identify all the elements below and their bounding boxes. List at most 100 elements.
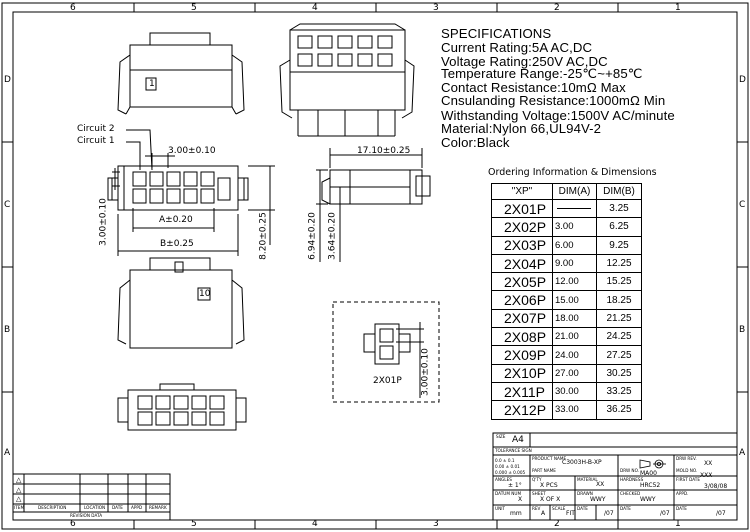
spec-line: Voltage Rating:250V AC,DC (441, 54, 608, 69)
ordering-cell-dim-a (552, 198, 597, 219)
drw-no-label: DRW NO. (620, 468, 640, 473)
tolerance-2: 0.00 ± 0.01 (495, 464, 520, 469)
ordering-cell-part: 2X10P (491, 363, 553, 383)
datum: X (518, 496, 523, 503)
ordering-cell-dim-b: 6.25 (596, 217, 642, 237)
title-block-grid (492, 432, 738, 521)
side-length-dimension: 17.10±0.25 (357, 146, 411, 156)
mold-no-label: MOLD NO. (676, 468, 698, 473)
view-front-face (107, 129, 275, 256)
date-label-1: DATE (577, 506, 588, 511)
row-label-c: C (4, 200, 11, 210)
scale: FIT (566, 510, 575, 517)
date-label-3: DATE (676, 506, 687, 511)
revision-header-appd: APPD (131, 505, 143, 510)
tolerance-1: 0.0 ± 0.1 (495, 458, 515, 463)
ordering-cell-dim-a: 27.00 (552, 363, 597, 383)
spec-line: Material:Nylon 66,UL94V-2 (441, 121, 602, 136)
scale-label: SCALE (552, 506, 566, 511)
rev: A (541, 510, 546, 517)
view-top-connector (117, 32, 245, 115)
date-label-2: DATE (620, 506, 631, 511)
qty-label: Q'TY (532, 477, 542, 482)
row-label-a: A (4, 448, 11, 458)
ordering-cell-dim-b: 15.25 (596, 272, 642, 292)
ordering-cell-dim-a: 12.00 (552, 272, 597, 292)
row-label-b: B (4, 325, 11, 335)
ordering-cell-dim-a: 33.00 (552, 400, 597, 420)
row-label-d-right: D (739, 75, 746, 85)
ordering-cell-dim-a: 6.00 (552, 235, 597, 255)
dim-b-label: B±0.25 (160, 239, 194, 249)
revision-header-item: ITEM (14, 505, 25, 510)
height-total-dimension: 8.20±0.25 (258, 212, 269, 260)
row-label-b-right: B (739, 325, 746, 335)
ordering-cell-part: 2X06P (491, 290, 553, 310)
view-iso-housing (279, 23, 415, 137)
appd-label: APPD. (676, 491, 689, 496)
detail-dimension: 3.00±0.10 (420, 348, 431, 396)
size-value: A4 (512, 435, 524, 445)
ordering-cell-part: 2X01P (491, 198, 553, 219)
hardness: HRC52 (640, 482, 661, 489)
checked: WWY (640, 496, 656, 503)
revision-triangle-2: △ (16, 486, 22, 494)
ordering-cell-dim-a: 15.00 (552, 290, 597, 310)
sheet: X OF X (540, 496, 561, 503)
ordering-cell-part: 2X05P (491, 272, 553, 292)
spec-title: SPECIFICATIONS (441, 26, 552, 41)
circuit-1-label: Circuit 1 (77, 136, 115, 146)
hardness-label: HARDNESS (620, 477, 644, 482)
first-date-label: FIRST DATE (676, 477, 700, 482)
ordering-cell-dim-a: 9.00 (552, 253, 597, 274)
ordering-header-row: "XP" DIM(A) DIM(B) (491, 183, 642, 200)
view-detail-2x01p (332, 301, 440, 403)
col-label-4: 4 (312, 3, 318, 13)
ordering-cell-part: 2X02P (491, 217, 553, 237)
ordering-header-dim-b: DIM(B) (596, 183, 642, 200)
spec-line: Temperature Range:-25℃~+85℃ (441, 66, 643, 81)
ordering-cell-dim-a: 30.00 (552, 381, 597, 402)
qty: X PCS (540, 482, 558, 489)
spec-line: Current Rating:5A AC,DC (441, 40, 593, 55)
size-label: SIZE (496, 434, 506, 439)
ordering-cell-dim-a: 24.00 (552, 345, 597, 365)
col-label-6-bottom: 6 (70, 519, 76, 529)
ordering-cell-dim-b: 30.25 (596, 363, 642, 383)
ordering-header-dim-a: DIM(A) (552, 183, 597, 200)
pin-mark-10: 10 (199, 289, 211, 299)
dash-mark (557, 208, 591, 210)
pitch-dimension: 3.00±0.10 (168, 146, 216, 156)
revision-triangle-1: △ (16, 476, 22, 484)
height-left-dimension: 3.00±0.10 (98, 198, 109, 246)
col-label-5-bottom: 5 (191, 519, 197, 529)
sheet-label: SHEET (532, 491, 546, 496)
col-label-4-bottom: 4 (312, 519, 318, 529)
checked-label: CHECKED (620, 491, 641, 496)
material: XX (596, 481, 605, 488)
ordering-cell-dim-a: 21.00 (552, 327, 597, 347)
mold-no: XXX (700, 472, 713, 479)
date-value-1: /07 (604, 510, 614, 517)
ordering-cell-dim-a: 3.00 (552, 217, 597, 237)
revision-header-description: DESCRIPTION (38, 505, 67, 510)
row-label-d: D (4, 75, 11, 85)
unit-label: UNIT (495, 506, 505, 511)
revision-header-date: DATE (112, 505, 123, 510)
revision-header-remark: REMARK (149, 505, 167, 510)
ordering-cell-dim-b: 21.25 (596, 308, 642, 329)
ordering-cell-part: 2X11P (491, 381, 553, 402)
revision-triangle-3: △ (16, 495, 22, 503)
product-name: C3003H-B-XP (562, 459, 602, 466)
side-height-2-dimension: 3.64±0.20 (327, 212, 338, 260)
